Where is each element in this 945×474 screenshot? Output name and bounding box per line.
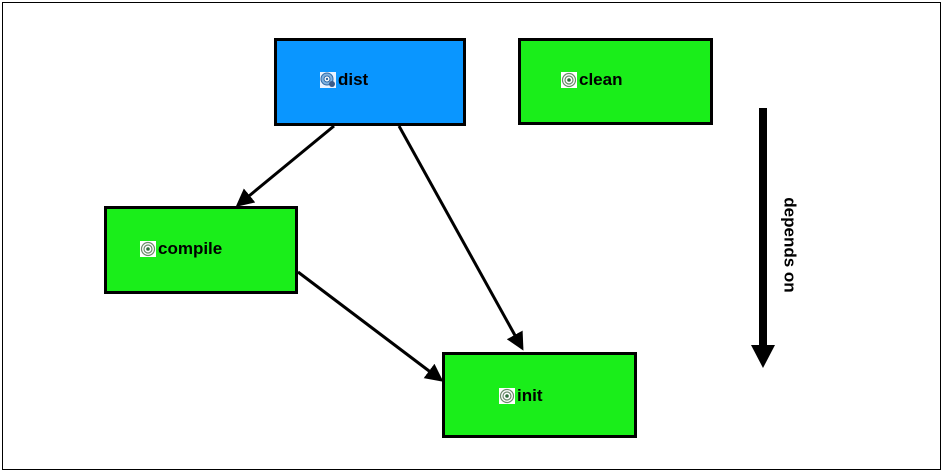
depends-on-arrow (751, 108, 775, 368)
node-init-text: init (517, 386, 543, 406)
target-icon (499, 388, 515, 404)
target-icon (561, 72, 577, 88)
edge-compile-to-init (298, 272, 441, 380)
node-compile-label: compile (140, 239, 222, 259)
edge-dist-to-init (399, 126, 522, 348)
node-init-label: init (499, 386, 543, 406)
globe-target-icon (320, 72, 336, 88)
node-clean-label: clean (561, 70, 622, 90)
depends-on-label: depends on (778, 180, 802, 310)
node-dist[interactable] (274, 38, 466, 126)
target-icon (140, 241, 156, 257)
node-clean-text: clean (579, 70, 622, 90)
edge-dist-to-compile (238, 126, 334, 205)
node-dist-text: dist (338, 70, 368, 90)
depends-on-text: depends on (780, 197, 800, 292)
node-dist-label: dist (320, 70, 368, 90)
node-compile-text: compile (158, 239, 222, 259)
